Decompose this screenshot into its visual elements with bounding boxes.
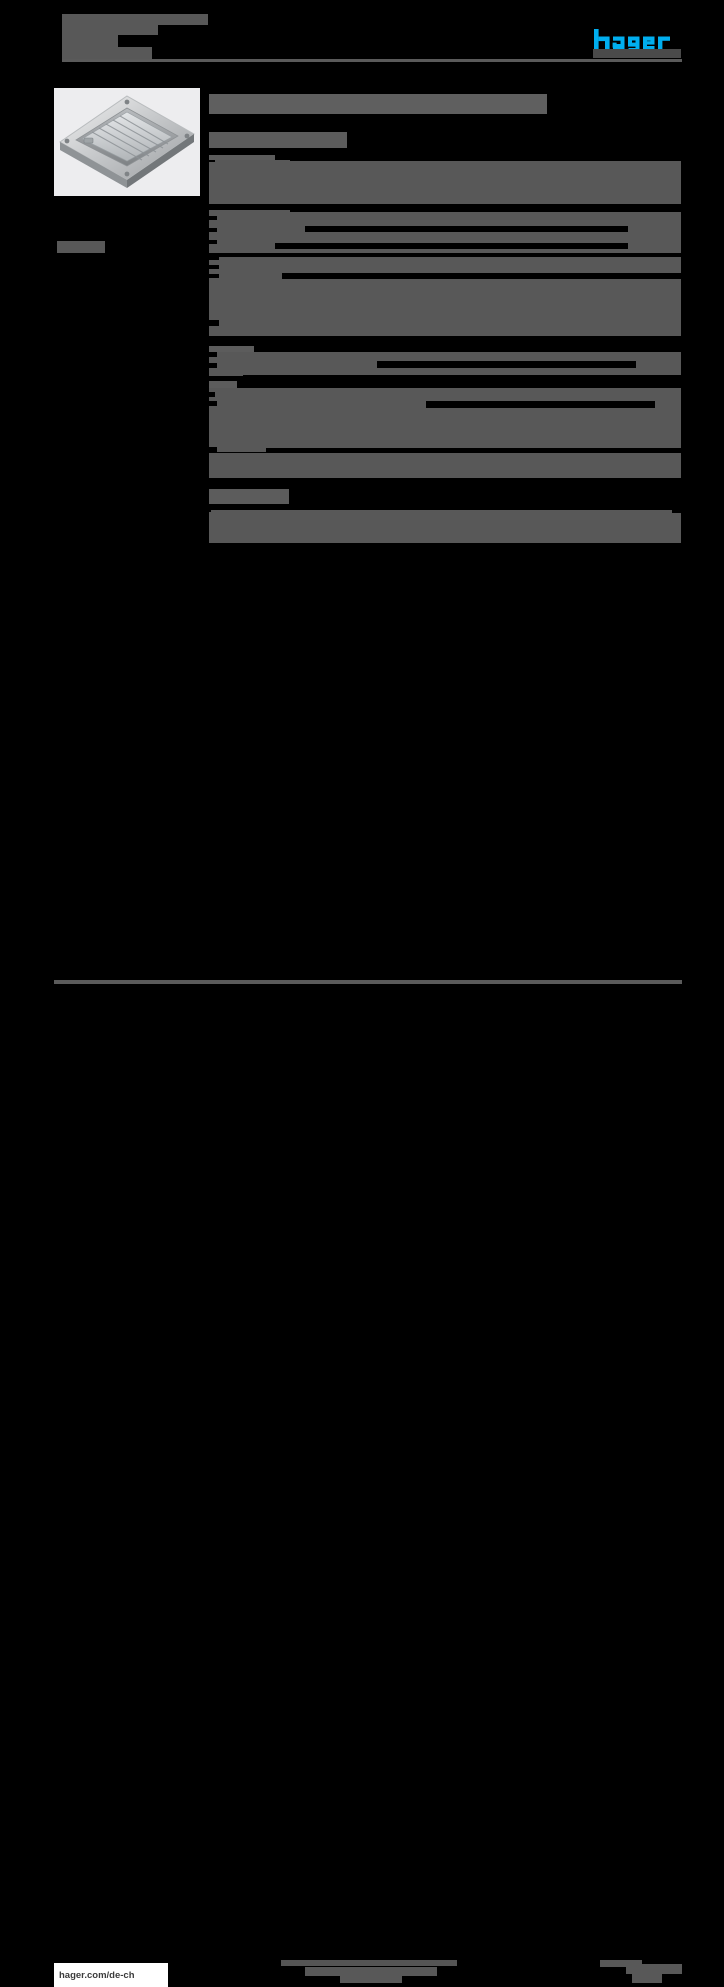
value-gap bbox=[266, 448, 681, 454]
table-band-7 bbox=[209, 453, 681, 479]
value-gap bbox=[282, 273, 681, 279]
page-subtitle bbox=[209, 132, 347, 148]
product-caption bbox=[57, 241, 105, 253]
label-gap bbox=[209, 240, 217, 244]
label-gap bbox=[209, 216, 217, 220]
footer-url-text: hager.com/de-ch bbox=[59, 1969, 135, 1981]
header-title-line-4 bbox=[62, 47, 152, 59]
page-header bbox=[0, 0, 724, 80]
label-gap bbox=[209, 320, 219, 326]
label-gap bbox=[209, 401, 217, 406]
row-gap bbox=[209, 160, 215, 162]
label-gap bbox=[209, 352, 217, 357]
row-gap bbox=[290, 153, 682, 161]
label-gap bbox=[209, 274, 219, 278]
page-footer: hager.com/de-ch bbox=[0, 975, 724, 1987]
header-title-line-2 bbox=[62, 25, 158, 35]
product-photo bbox=[54, 88, 200, 196]
header-title-line-1 bbox=[62, 14, 208, 25]
hager-logo bbox=[593, 28, 681, 52]
value-gap bbox=[275, 243, 628, 249]
row-gap bbox=[243, 375, 681, 383]
footer-url-link[interactable]: hager.com/de-ch bbox=[54, 1963, 168, 1987]
footer-note-2 bbox=[340, 1975, 402, 1983]
table-band-4 bbox=[209, 281, 681, 337]
label-gap bbox=[209, 508, 211, 512]
label-gap bbox=[209, 228, 217, 232]
table-band-1 bbox=[209, 160, 681, 206]
section-heading-3 bbox=[209, 381, 237, 390]
row-gap bbox=[209, 478, 681, 484]
label-gap bbox=[209, 392, 215, 397]
section-heading-4 bbox=[209, 489, 289, 504]
label-gap bbox=[209, 265, 219, 269]
header-divider bbox=[62, 59, 682, 62]
logo-underlay bbox=[593, 49, 681, 58]
table-band-8 bbox=[209, 510, 681, 543]
page-title bbox=[209, 94, 547, 114]
label-gap bbox=[209, 447, 217, 452]
value-gap bbox=[672, 508, 681, 513]
row-gap bbox=[290, 204, 682, 212]
footer-page-number bbox=[626, 1964, 682, 1974]
footer-divider bbox=[54, 980, 682, 984]
footer-note-top bbox=[281, 1960, 457, 1966]
value-gap bbox=[305, 226, 628, 232]
row-gap bbox=[209, 336, 681, 341]
row-gap bbox=[323, 341, 681, 349]
table-band-6 bbox=[209, 388, 681, 452]
header-title-line-3 bbox=[62, 35, 118, 47]
row-gap bbox=[209, 253, 681, 257]
value-gap bbox=[377, 361, 636, 368]
label-gap bbox=[209, 256, 219, 260]
label-gap bbox=[209, 363, 217, 368]
footer-right-bottom bbox=[632, 1974, 662, 1983]
value-gap bbox=[426, 401, 655, 408]
